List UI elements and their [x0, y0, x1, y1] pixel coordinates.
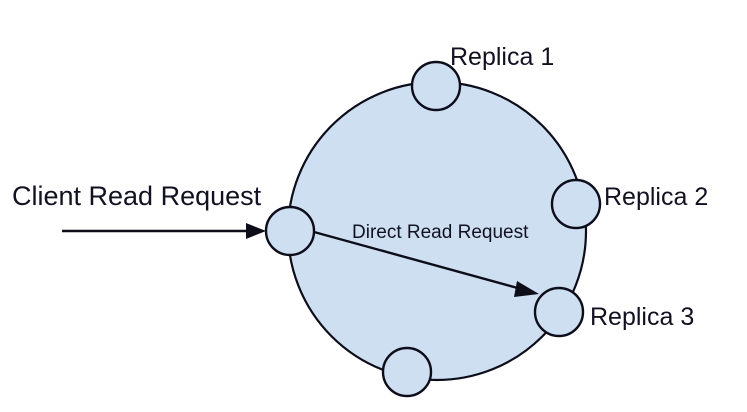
direct-read-request-arrowhead — [514, 281, 539, 297]
direct-read-request-line — [313, 230, 526, 292]
label-replica-2: Replica 2 — [604, 183, 708, 211]
edge-direct-read-request — [313, 230, 539, 297]
edge-client-read-request — [62, 223, 266, 239]
node-bottom-unlabeled[interactable] — [381, 346, 433, 398]
node-replica-3[interactable] — [533, 286, 585, 338]
label-direct-read-request: Direct Read Request — [352, 222, 529, 243]
node-coordinator[interactable] — [264, 205, 316, 257]
node-replica-2[interactable] — [550, 178, 602, 230]
client-read-request-arrowhead — [246, 223, 266, 239]
label-client-read-request: Client Read Request — [12, 181, 262, 211]
label-replica-1: Replica 1 — [450, 43, 554, 71]
node-replica-1[interactable] — [410, 60, 462, 112]
label-replica-3: Replica 3 — [590, 303, 694, 331]
